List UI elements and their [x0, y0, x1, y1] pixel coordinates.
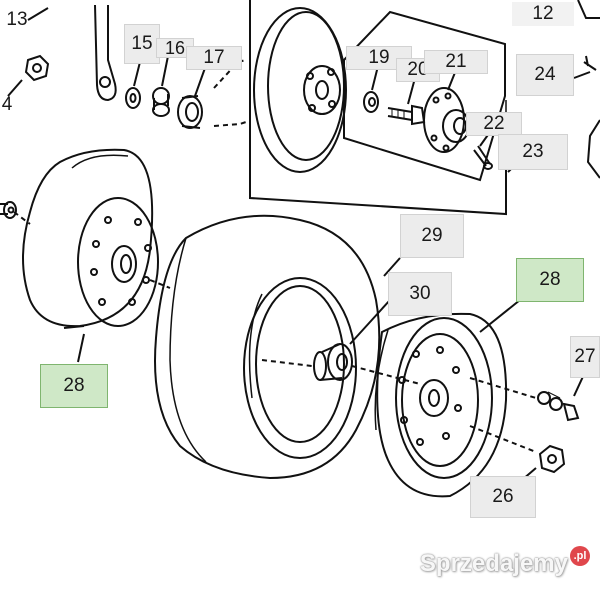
callout-22: 22 [466, 112, 522, 136]
callout-15: 15 [124, 24, 160, 64]
callout-14: 4 [1, 94, 13, 115]
bushing-17 [177, 95, 203, 129]
nut-14 [24, 54, 50, 82]
watermark-badge: .pl [570, 546, 590, 566]
callout-29: 29 [400, 214, 464, 258]
bushing-16 [152, 87, 170, 117]
exploded-view-frame [249, 0, 507, 216]
callout-26: 26 [470, 476, 536, 518]
bolt-20 [387, 104, 426, 126]
bushing-30 [313, 343, 353, 381]
callout-30: 30 [388, 272, 452, 316]
callout-12: 12 [512, 2, 574, 26]
callout-28-right: 28 [516, 258, 584, 302]
bolts-27 [537, 391, 580, 422]
callout-27: 27 [570, 336, 600, 378]
pin-22 [473, 145, 493, 170]
support-arm-24 [586, 119, 600, 179]
hub-21 [423, 87, 470, 153]
callout-23: 23 [498, 134, 568, 170]
callout-13: 13 [6, 9, 28, 30]
callout-24: 24 [516, 54, 574, 96]
mounting-arm [94, 4, 117, 102]
callout-28-left: 28 [40, 364, 108, 408]
rim-right [374, 312, 508, 498]
callout-21: 21 [424, 50, 488, 74]
nut-26 [538, 444, 566, 474]
inner-detail-frame [343, 10, 506, 182]
callout-17: 17 [186, 46, 242, 70]
washer-15 [125, 87, 141, 109]
watermark-logo: Sprzedajemy .pl [419, 546, 590, 578]
rim-left [22, 148, 159, 329]
bolt-left [0, 201, 17, 219]
watermark-text: Sprzedajemy [419, 550, 568, 577]
part-19 [363, 91, 379, 113]
hub-plate [253, 7, 347, 173]
